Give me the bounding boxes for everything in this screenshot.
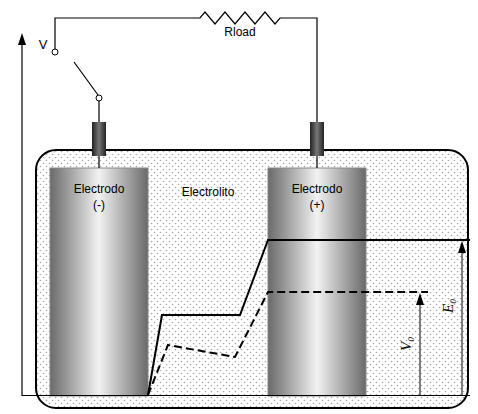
switch-contact: [96, 95, 102, 101]
node-text: Electrodo (-): [69, 182, 129, 213]
text-holder: Electrodo (+): [268, 182, 366, 213]
resistor-label: Rload: [210, 25, 270, 41]
text-holder: Electrolito: [148, 185, 268, 201]
baseline: [22, 395, 470, 396]
dimension-line: [462, 252, 463, 395]
electrolyte-fill: [37, 151, 467, 407]
axis-arrowhead: [18, 33, 26, 45]
voltage-profile: [148, 292, 428, 395]
switch-contact: [52, 49, 58, 55]
axis-label: V: [33, 37, 53, 54]
terminal: [92, 122, 106, 156]
voltage-axis: [21, 44, 22, 396]
dimension-line: [420, 304, 421, 395]
dimension-arrowhead: [458, 241, 466, 253]
terminal: [310, 122, 324, 156]
text-holder: Electrodo (-): [50, 182, 148, 213]
positive-electrode: Electrodo (+): [268, 168, 366, 396]
voltage-label: V₀: [397, 329, 417, 359]
circuit-wire: [55, 12, 317, 168]
label-text: Rload: [210, 25, 270, 41]
node-text: Electrodo (+): [287, 182, 347, 213]
electrode-shading: [268, 168, 366, 396]
emf-label: E₀: [439, 291, 459, 321]
negative-electrode: Electrodo (-): [50, 168, 148, 396]
label-text: E₀: [439, 291, 459, 321]
dimension-arrowhead: [416, 293, 424, 305]
label-text: V: [33, 37, 53, 54]
label-text: V₀: [397, 329, 417, 359]
emf-profile: [148, 240, 470, 395]
node-text: Electrolito: [148, 185, 268, 201]
electrode-shading: [50, 168, 148, 396]
terminal-layer: [0, 0, 478, 160]
switch-blade: [74, 62, 98, 95]
electrolyte-region: Electrolito Electrodo (-) Electrodo (+): [35, 149, 469, 409]
